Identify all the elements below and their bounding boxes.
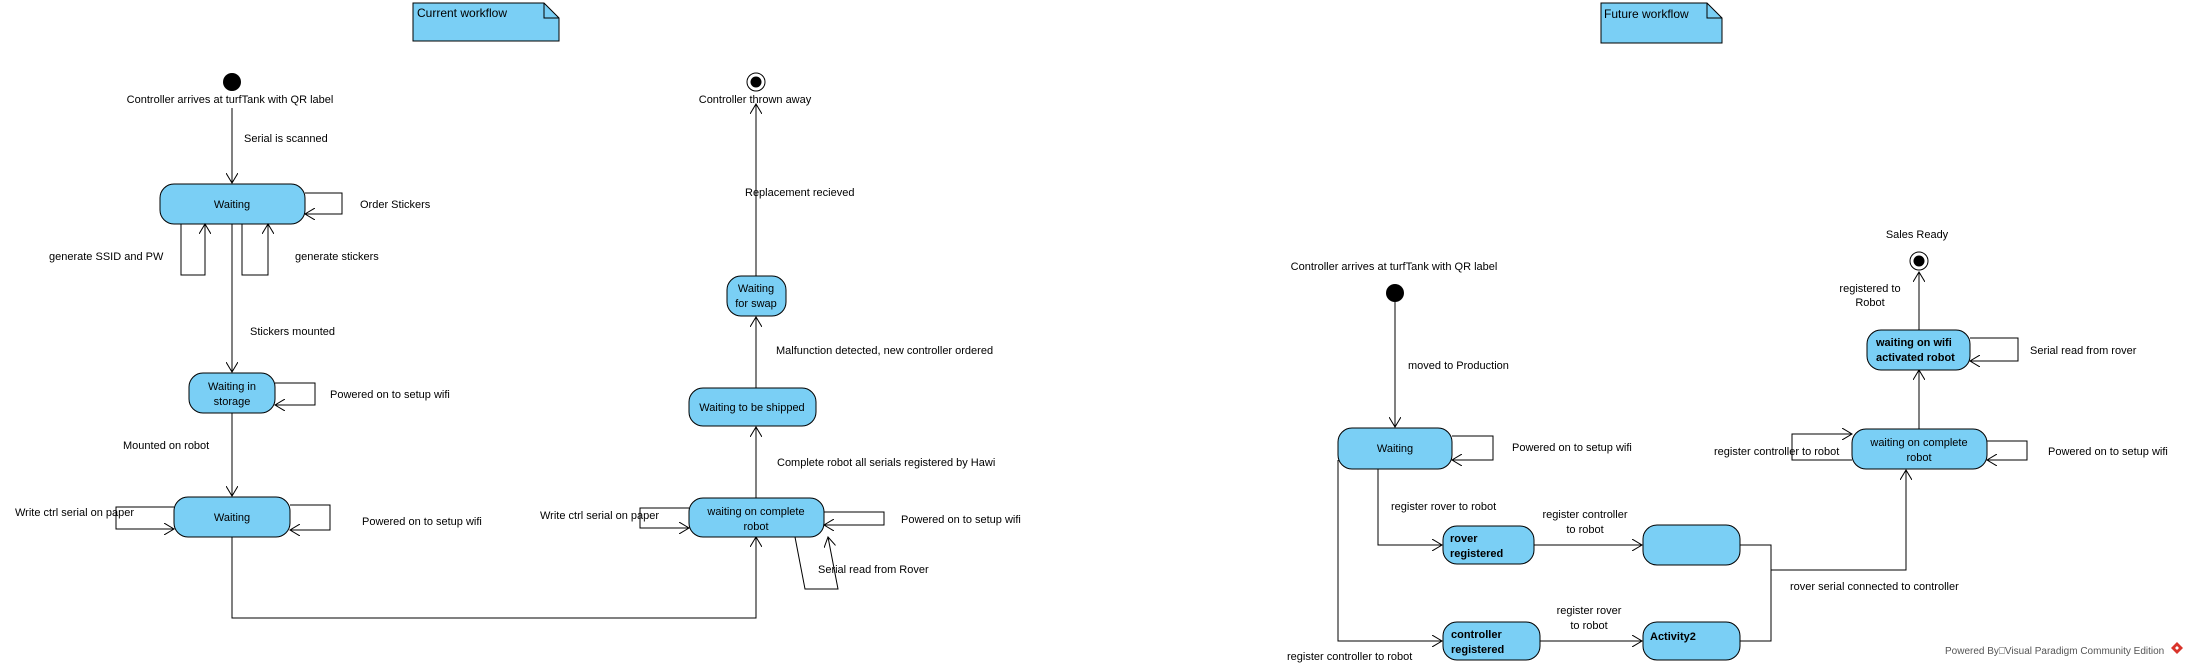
label-registered-l2: Robot — [1855, 297, 1884, 309]
state-swap-line2: for swap — [735, 298, 777, 310]
label-stickers-mounted: Stickers mounted — [250, 326, 335, 338]
label-malfunction: Malfunction detected, new controller ord… — [776, 345, 993, 357]
loop-generate-ssid — [180, 224, 205, 276]
future-waiting-label: Waiting — [1377, 443, 1413, 455]
label-future-register-ctrl: register controller to robot — [1714, 446, 1839, 458]
future-state-unnamed — [1642, 524, 1741, 566]
loop-write-serial-1 — [115, 506, 174, 529]
state-waiting-1-label: Waiting — [214, 199, 250, 211]
label-serial-scanned: Serial is scanned — [244, 133, 328, 145]
current-final-label: Controller thrown away — [699, 94, 812, 106]
transition-register-rover — [1377, 469, 1442, 545]
initial-node — [223, 73, 241, 91]
label-future-complete-powered: Powered on to setup wifi — [2048, 446, 2168, 458]
merge-connector — [1740, 544, 1772, 642]
loop-future-serial-read — [1970, 337, 2019, 361]
label-register-rover: register rover to robot — [1391, 501, 1496, 513]
footer-powered-by: Powered By⎕Visual Paradigm Community Edi… — [1945, 646, 2164, 657]
label-generate-ssid: generate SSID and PW — [49, 251, 164, 263]
label-register-rover2-l2: to robot — [1570, 620, 1607, 632]
future-state-waiting — [1337, 427, 1453, 470]
future-wifi-line2: activated robot — [1876, 352, 1955, 364]
label-write-serial-1: Write ctrl serial on paper — [15, 507, 134, 519]
label-future-serial-read: Serial read from rover — [2030, 345, 2137, 357]
state-swap-line1: Waiting — [738, 283, 774, 295]
loop-order-stickers — [305, 192, 343, 214]
loop-storage-powered — [275, 382, 316, 405]
transition-register-controller-bottom — [1337, 460, 1442, 641]
label-replacement: Replacement recieved — [745, 187, 854, 199]
label-mounted-on-robot: Mounted on robot — [123, 440, 209, 452]
state-shipped-label: Waiting to be shipped — [699, 402, 804, 414]
label-order-stickers: Order Stickers — [360, 199, 431, 211]
loop-complete-powered — [824, 511, 885, 525]
label-register-ctrl-l1: register controller — [1543, 509, 1628, 521]
note-future-workflow: Future workflow — [1600, 2, 1723, 44]
future-complete-line2: robot — [1906, 452, 1931, 464]
label-moved-production: moved to Production — [1408, 360, 1509, 372]
label-rover-serial: rover serial connected to controller — [1790, 581, 1959, 593]
loop-generate-stickers — [241, 224, 268, 276]
state-complete-line2: robot — [743, 521, 768, 533]
loop-serial-read-rover — [794, 537, 839, 590]
loop-future-register-ctrl — [1791, 434, 1852, 461]
label-serial-read-rover: Serial read from Rover — [818, 564, 929, 576]
label-register-rover2-l1: register rover — [1557, 605, 1622, 617]
future-complete-line1: waiting on complete — [1869, 437, 1967, 449]
future-initial-node — [1386, 284, 1404, 302]
future-initial-label: Controller arrives at turfTank with QR l… — [1291, 261, 1498, 273]
future-final-label: Sales Ready — [1886, 229, 1949, 241]
future-rover-line2: registered — [1450, 548, 1503, 560]
future-activity2-label: Activity2 — [1650, 631, 1696, 643]
future-state-wifi-activated — [1866, 329, 1971, 371]
loop-future-waiting-powered — [1452, 435, 1494, 460]
future-ctrl-line2: registered — [1451, 644, 1504, 656]
label-storage-powered: Powered on to setup wifi — [330, 389, 450, 401]
label-register-ctrl-l2: to robot — [1566, 524, 1603, 536]
loop-future-complete-powered — [1987, 440, 2028, 460]
note-future-text: Future workflow — [1604, 7, 1689, 21]
transition-waiting2-to-complete — [231, 537, 756, 619]
future-wifi-line1: waiting on wifi — [1875, 337, 1952, 349]
transition-rover-serial-connected — [1771, 470, 1906, 571]
state-storage-line2: storage — [214, 396, 251, 408]
state-complete-line1: waiting on complete — [706, 506, 804, 518]
label-register-ctrl-bottom: register controller to robot — [1287, 651, 1412, 663]
state-waiting-2-label: Waiting — [214, 512, 250, 524]
state-storage-line1: Waiting in — [208, 381, 256, 393]
state-waiting-for-swap — [726, 275, 787, 317]
label-write-serial-2: Write ctrl serial on paper — [540, 510, 659, 522]
future-ctrl-line1: controller — [1451, 629, 1502, 641]
label-waiting2-powered: Powered on to setup wifi — [362, 516, 482, 528]
label-registered-l1: registered to — [1839, 283, 1900, 295]
label-complete-registered: Complete robot all serials registered by… — [777, 457, 995, 469]
label-generate-stickers: generate stickers — [295, 251, 379, 263]
future-rover-line1: rover — [1450, 533, 1478, 545]
state-waiting-to-be-shipped — [688, 387, 817, 427]
note-current-workflow: Current workflow — [412, 2, 560, 42]
label-future-waiting-powered: Powered on to setup wifi — [1512, 442, 1632, 454]
loop-write-serial-2 — [639, 507, 689, 528]
current-initial-label: Controller arrives at turfTank with QR l… — [127, 94, 334, 106]
visual-paradigm-logo-icon — [2171, 642, 2183, 654]
loop-waiting2-powered — [290, 504, 331, 530]
note-current-text: Current workflow — [417, 6, 507, 20]
label-complete-powered: Powered on to setup wifi — [901, 514, 1021, 526]
